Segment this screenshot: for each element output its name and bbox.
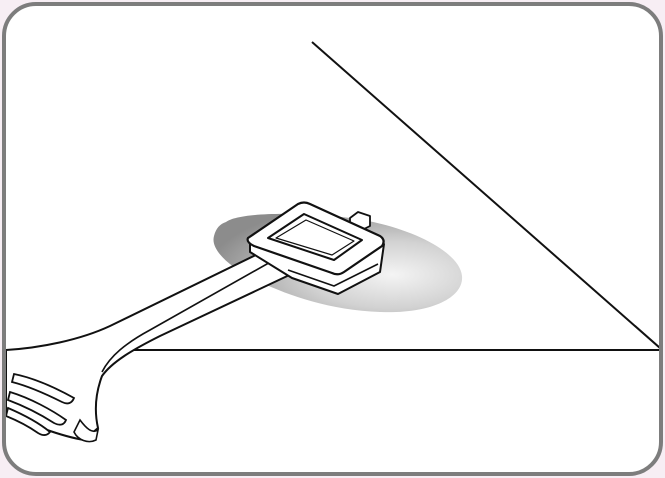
surface-diagonal-edge xyxy=(311,41,659,349)
tool-handle-groove xyxy=(101,259,275,373)
tool-handle-tip xyxy=(73,418,100,443)
tool-slot-1 xyxy=(10,372,76,405)
tool-head-window xyxy=(267,213,363,261)
tool-head-rim-line xyxy=(287,263,379,287)
tool-slot-2 xyxy=(6,390,68,426)
tool-slot-3 xyxy=(6,406,52,437)
tool-head-window-inner xyxy=(275,219,355,256)
